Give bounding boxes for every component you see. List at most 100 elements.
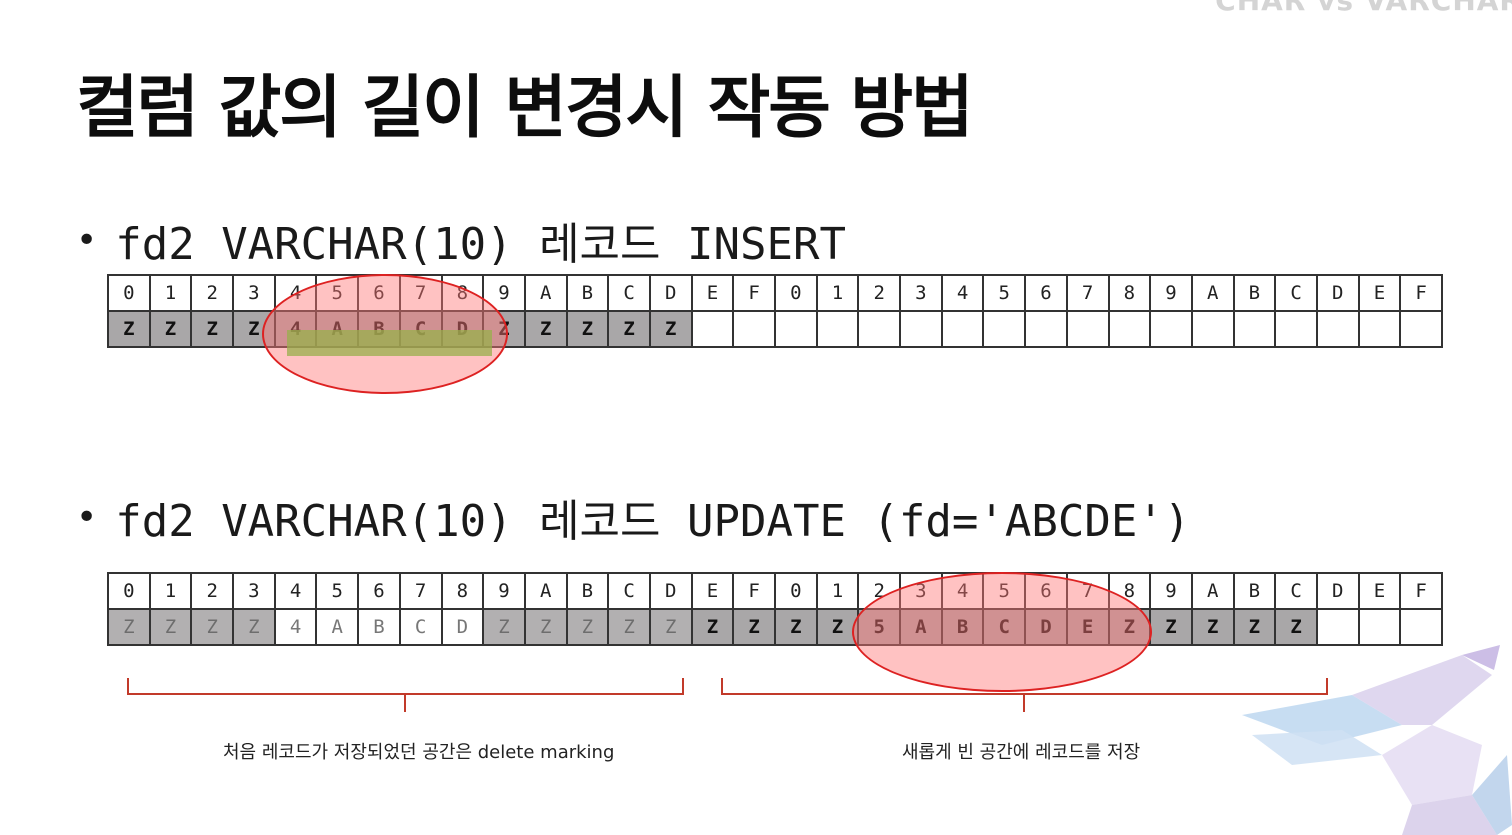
byte-value-cell bbox=[732, 310, 776, 348]
byte-value-cell: A bbox=[899, 608, 943, 646]
byte-offset-cell: D bbox=[648, 572, 693, 610]
byte-offset-cell: A bbox=[523, 572, 568, 610]
byte-value-cell bbox=[1232, 310, 1277, 348]
byte-offset-cell: 0 bbox=[107, 274, 151, 312]
byte-offset-cell: D bbox=[648, 274, 693, 312]
byte-value-cell: Z bbox=[607, 310, 651, 348]
byte-offset-cell: 5 bbox=[982, 274, 1027, 312]
bullet-dot: • bbox=[76, 219, 98, 261]
insert-label: fd2 VARCHAR(10) 레코드 INSERT bbox=[115, 219, 846, 270]
byte-offset-cell: 1 bbox=[815, 274, 860, 312]
byte-value-cell: 4 bbox=[273, 608, 318, 646]
byte-value-cell: Z bbox=[232, 608, 276, 646]
byte-offset-cell: F bbox=[1399, 274, 1443, 312]
byte-offset-cell: 5 bbox=[982, 572, 1027, 610]
bullet-dot: • bbox=[76, 496, 98, 538]
byte-value-cell: Z bbox=[1149, 608, 1193, 646]
byte-value-cell: Z bbox=[1232, 608, 1277, 646]
byte-offset-cell: 6 bbox=[357, 274, 401, 312]
byte-value-cell: Z bbox=[1274, 608, 1318, 646]
byte-value-cell bbox=[815, 310, 860, 348]
byte-offset-cell: B bbox=[1232, 274, 1277, 312]
byte-offset-cell: 7 bbox=[398, 572, 443, 610]
byte-offset-cell: 3 bbox=[232, 274, 276, 312]
byte-offset-cell: 5 bbox=[315, 274, 360, 312]
byte-offset-cell: 9 bbox=[482, 572, 526, 610]
byte-value-cell: Z bbox=[648, 608, 693, 646]
byte-value-cell bbox=[774, 310, 818, 348]
right-brace bbox=[721, 678, 1328, 712]
byte-value-cell bbox=[1315, 310, 1360, 348]
byte-value-cell: Z bbox=[523, 310, 568, 348]
byte-value-cell: Z bbox=[1190, 608, 1235, 646]
byte-offset-cell: 6 bbox=[1024, 274, 1068, 312]
byte-offset-cell: 1 bbox=[148, 274, 193, 312]
byte-offset-cell: A bbox=[523, 274, 568, 312]
update-bullet: • fd2 VARCHAR(10) 레코드 UPDATE (fd='ABCDE'… bbox=[76, 485, 1190, 549]
byte-offset-cell: F bbox=[1399, 572, 1443, 610]
caption-left: 처음 레코드가 저장되었던 공간은 delete marking bbox=[223, 742, 615, 763]
byte-offset-cell: 9 bbox=[482, 274, 526, 312]
byte-offset-cell: 0 bbox=[774, 572, 818, 610]
byte-offset-cell: 2 bbox=[857, 572, 902, 610]
byte-offset-cell: 6 bbox=[357, 572, 401, 610]
left-brace bbox=[127, 678, 684, 712]
byte-offset-cell: 8 bbox=[440, 572, 485, 610]
byte-value-cell bbox=[1065, 310, 1110, 348]
byte-offset-cell: 2 bbox=[857, 274, 902, 312]
byte-value-cell: Z bbox=[607, 608, 651, 646]
byte-offset-cell: 4 bbox=[273, 572, 318, 610]
byte-value-cell bbox=[1357, 310, 1402, 348]
byte-offset-cell: 3 bbox=[899, 572, 943, 610]
byte-offset-cell: 7 bbox=[1065, 274, 1110, 312]
byte-value-cell bbox=[857, 310, 902, 348]
byte-offset-cell: 8 bbox=[440, 274, 485, 312]
byte-value-cell: 5 bbox=[857, 608, 902, 646]
byte-value-cell: Z bbox=[732, 608, 776, 646]
byte-offset-cell: 8 bbox=[1107, 572, 1152, 610]
corner-heading: CHAR vs VARCHAR bbox=[1215, 0, 1512, 17]
byte-offset-cell: E bbox=[1357, 274, 1402, 312]
byte-offset-cell: 7 bbox=[1065, 572, 1110, 610]
byte-offset-cell: 0 bbox=[107, 572, 151, 610]
byte-value-cell bbox=[1190, 310, 1235, 348]
byte-value-cell: Z bbox=[107, 608, 151, 646]
byte-offset-cell: B bbox=[565, 274, 610, 312]
byte-offset-cell: 0 bbox=[774, 274, 818, 312]
byte-offset-cell: D bbox=[1315, 572, 1360, 610]
byte-offset-cell: 1 bbox=[148, 572, 193, 610]
byte-value-cell: Z bbox=[190, 608, 235, 646]
byte-offset-cell: 4 bbox=[940, 572, 985, 610]
byte-offset-cell: 7 bbox=[398, 274, 443, 312]
byte-value-cell: Z bbox=[482, 310, 526, 348]
byte-value-cell bbox=[1357, 608, 1402, 646]
byte-offset-cell: E bbox=[1357, 572, 1402, 610]
byte-offset-cell: 3 bbox=[899, 274, 943, 312]
byte-value-cell: C bbox=[398, 608, 443, 646]
byte-offset-cell: E bbox=[690, 572, 735, 610]
byte-value-cell bbox=[690, 310, 735, 348]
byte-value-cell: Z bbox=[648, 310, 693, 348]
byte-value-cell bbox=[1399, 608, 1443, 646]
byte-offset-cell: C bbox=[1274, 274, 1318, 312]
byte-offset-cell: C bbox=[1274, 572, 1318, 610]
byte-value-cell bbox=[982, 310, 1027, 348]
byte-value-cell bbox=[1274, 310, 1318, 348]
byte-value-cell bbox=[1399, 310, 1443, 348]
byte-offset-cell: 9 bbox=[1149, 572, 1193, 610]
byte-offset-cell: F bbox=[732, 274, 776, 312]
caption-right: 새롭게 빈 공간에 레코드를 저장 bbox=[902, 742, 1141, 763]
byte-offset-cell: B bbox=[1232, 572, 1277, 610]
byte-offset-cell: F bbox=[732, 572, 776, 610]
byte-offset-cell: A bbox=[1190, 274, 1235, 312]
byte-value-cell: A bbox=[315, 608, 360, 646]
byte-offset-cell: E bbox=[690, 274, 735, 312]
byte-value-cell: B bbox=[940, 608, 985, 646]
eagle-logo-icon bbox=[1242, 645, 1512, 835]
byte-value-cell bbox=[940, 310, 985, 348]
